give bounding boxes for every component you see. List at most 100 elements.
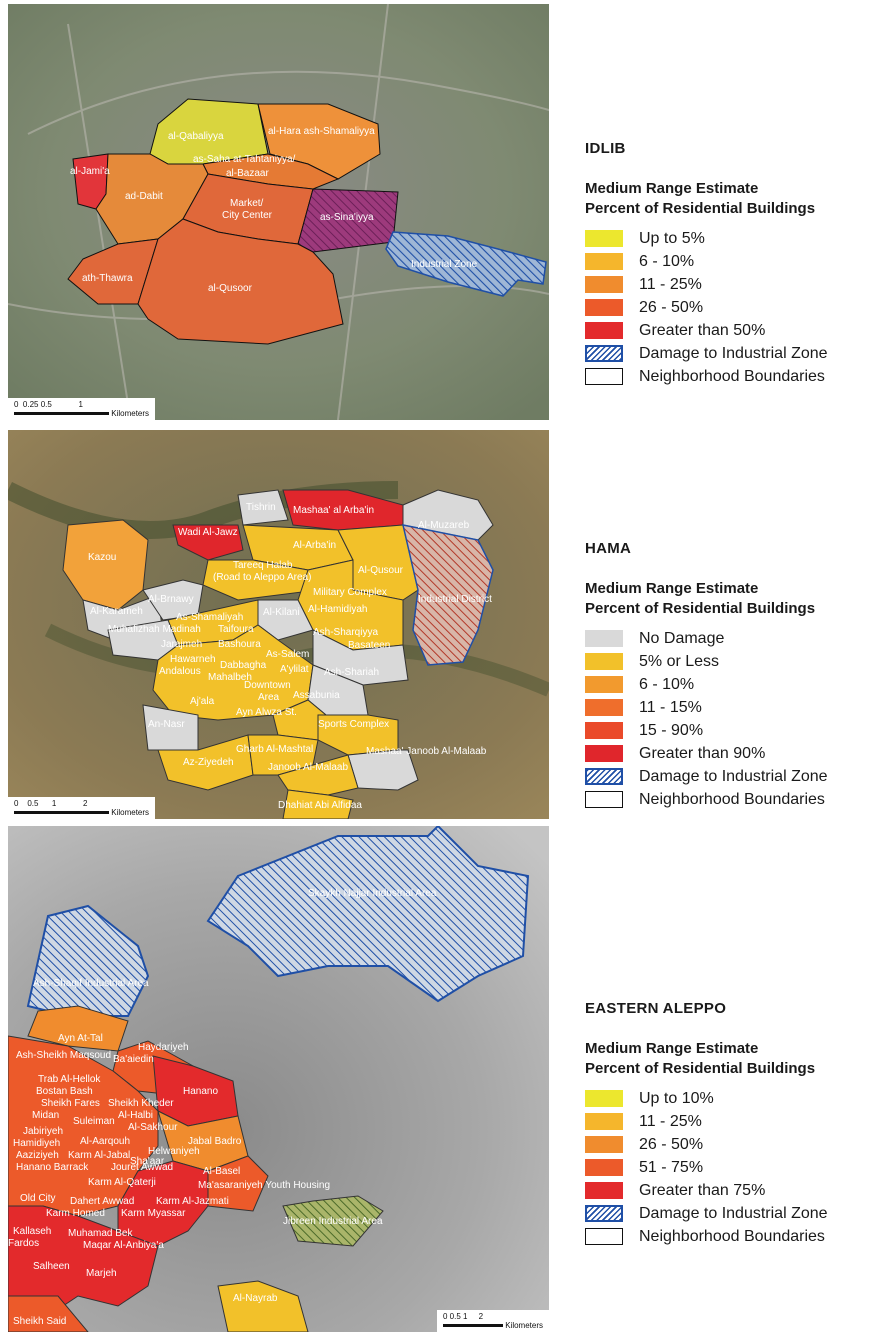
legend-label: Neighborhood Boundaries	[639, 790, 825, 808]
legend-label: 6 - 10%	[639, 252, 695, 270]
label-market-1: Market/	[230, 198, 264, 209]
label-shaaar: Sha'aar	[130, 1156, 165, 1167]
label-aaziziyeh: Aaziziyeh	[16, 1150, 59, 1161]
idlib-scale-bar: 0 0.25 0.5 1 Kilometers	[8, 398, 156, 420]
legend-label: 26 - 50%	[639, 1135, 704, 1153]
legend-label: Neighborhood Boundaries	[639, 1227, 825, 1245]
label-downtown-2: Area	[258, 692, 280, 703]
label-bashoura: Bashoura	[218, 639, 261, 650]
district-as-sinaiyya	[297, 188, 399, 253]
scale-tick: 1	[51, 799, 57, 808]
label-salheen: Salheen	[33, 1261, 70, 1272]
scale-tick: 1	[463, 1312, 468, 1321]
label-industrial: Industrial District	[418, 594, 492, 605]
label-ath-thawra: ath-Thawra	[82, 273, 133, 284]
legend-swatch	[585, 1159, 623, 1176]
aleppo-map: Skaykh Najjar Industrial Area Ash-Shaqif…	[8, 826, 549, 1332]
district-kazou	[62, 519, 149, 611]
label-hanano: Hanano	[183, 1086, 218, 1097]
label-sheikh-maqsoud: Ash-Sheikh Maqsoud	[16, 1050, 111, 1061]
district-wadi	[172, 524, 244, 561]
legend-item: 26 - 50%	[585, 1133, 865, 1156]
label-al-aarqouh: Al-Aarqouh	[80, 1136, 130, 1147]
district-dhahiat	[282, 789, 354, 819]
scale-tick: 0.5	[27, 799, 39, 808]
legend-label: Greater than 75%	[639, 1181, 766, 1199]
subtitle-line: Medium Range Estimate	[585, 580, 759, 597]
boundary-swatch-icon	[585, 791, 623, 808]
district-al-qusoor	[137, 218, 344, 345]
label-as-saha-2: al-Bazaar	[226, 168, 269, 179]
legend-label: 15 - 90%	[639, 721, 704, 739]
label-as-saha-1: as-Saha at-Tahtaniyya/	[193, 154, 296, 165]
hatch-swatch-icon	[585, 768, 623, 785]
label-al-nayrab: Al-Nayrab	[233, 1293, 278, 1304]
legend-label: 11 - 25%	[639, 275, 702, 293]
label-brnawy: Al-Brnawy	[148, 594, 194, 605]
legend-swatch	[585, 699, 623, 716]
aleppo-title: EASTERN ALEPPO	[585, 1000, 727, 1017]
label-taifoura: Taifoura	[218, 624, 254, 635]
legend-item: 6 - 10%	[585, 673, 865, 696]
legend-item: Neighborhood Boundaries	[585, 365, 865, 388]
subtitle-line: Medium Range Estimate	[585, 180, 759, 197]
label-sports: Sports Complex	[318, 719, 389, 730]
label-ash-shaqif: Ash-Shaqif Industrial Area	[33, 978, 149, 989]
legend-label: Damage to Industrial Zone	[639, 344, 828, 362]
legend-item: Neighborhood Boundaries	[585, 1225, 865, 1248]
label-maqar: Maqar Al-Anbiya'a	[83, 1240, 164, 1251]
label-al-sakhour: Al-Sakhour	[128, 1122, 178, 1133]
hatch-swatch-icon	[585, 1205, 623, 1222]
label-old-city: Old City	[20, 1193, 56, 1204]
label-mahalbeh: Mahalbeh	[208, 672, 252, 683]
district-east-cluster	[117, 1160, 209, 1247]
label-sheikh-said: Sheikh Said	[13, 1316, 66, 1327]
subtitle-line: Percent of Residential Buildings	[585, 200, 816, 217]
legend-swatch	[585, 253, 623, 270]
scale-unit: Kilometers	[111, 808, 150, 817]
label-marjeh: Marjeh	[86, 1268, 117, 1279]
label-al-qabaliyya: al-Qabaliyya	[168, 131, 224, 142]
legend-item: 5% or Less	[585, 650, 865, 673]
label-downtown-1: Downtown	[244, 680, 291, 691]
district-industrial-zone	[385, 231, 547, 297]
legend-item: Greater than 75%	[585, 1179, 865, 1202]
label-nasr: An-Nasr	[148, 719, 185, 730]
label-jarajmeh: Jarajmeh	[161, 639, 202, 650]
legend-swatch	[585, 230, 623, 247]
legend-swatch	[585, 630, 623, 647]
label-ad-dabit: ad-Dabit	[125, 191, 163, 202]
district-industrial	[402, 524, 494, 666]
label-military: Military Complex	[313, 587, 387, 598]
legend-swatch	[585, 1182, 623, 1199]
legend-item: 15 - 90%	[585, 719, 865, 742]
legend-label: Greater than 50%	[639, 321, 766, 339]
label-jabiriyeh: Jabiriyeh	[23, 1126, 63, 1137]
label-maasaraniyeh: Ma'asaraniyeh Youth Housing	[198, 1180, 330, 1191]
legend-swatch	[585, 676, 623, 693]
legend-swatch	[585, 745, 623, 762]
scale-tick: 0.5	[40, 400, 52, 409]
label-midan: Midan	[32, 1110, 59, 1121]
scale-tick: 0.25	[22, 400, 39, 409]
label-baaiedin: Ba'aiedin	[113, 1054, 154, 1065]
hama-map: Tishrin Mashaa' al Arba'in Al-Muzareb Wa…	[8, 430, 549, 819]
legend-label: 6 - 10%	[639, 675, 695, 693]
label-kilani: Al-Kilani	[263, 607, 300, 618]
scale-unit: Kilometers	[505, 1321, 543, 1330]
legend-swatch	[585, 322, 623, 339]
label-hamidiyeh: Hamidiyeh	[13, 1138, 60, 1149]
label-karm-homed: Karm Homed	[46, 1208, 105, 1219]
label-karameh: Al-Karameh	[90, 606, 143, 617]
legend-label: Neighborhood Boundaries	[639, 367, 825, 385]
label-aylilat: A'ylilat	[280, 664, 309, 675]
scale-tick: 2	[478, 1312, 484, 1321]
label-al-basel: Al-Basel	[203, 1166, 240, 1177]
label-tareeq-1: Tareeq Halab	[233, 560, 293, 571]
hama-scale-bar: 0 0.5 1 2 Kilometers	[8, 797, 156, 819]
label-bostan: Bostan Bash	[36, 1086, 93, 1097]
district-al-nayrab	[217, 1280, 309, 1332]
